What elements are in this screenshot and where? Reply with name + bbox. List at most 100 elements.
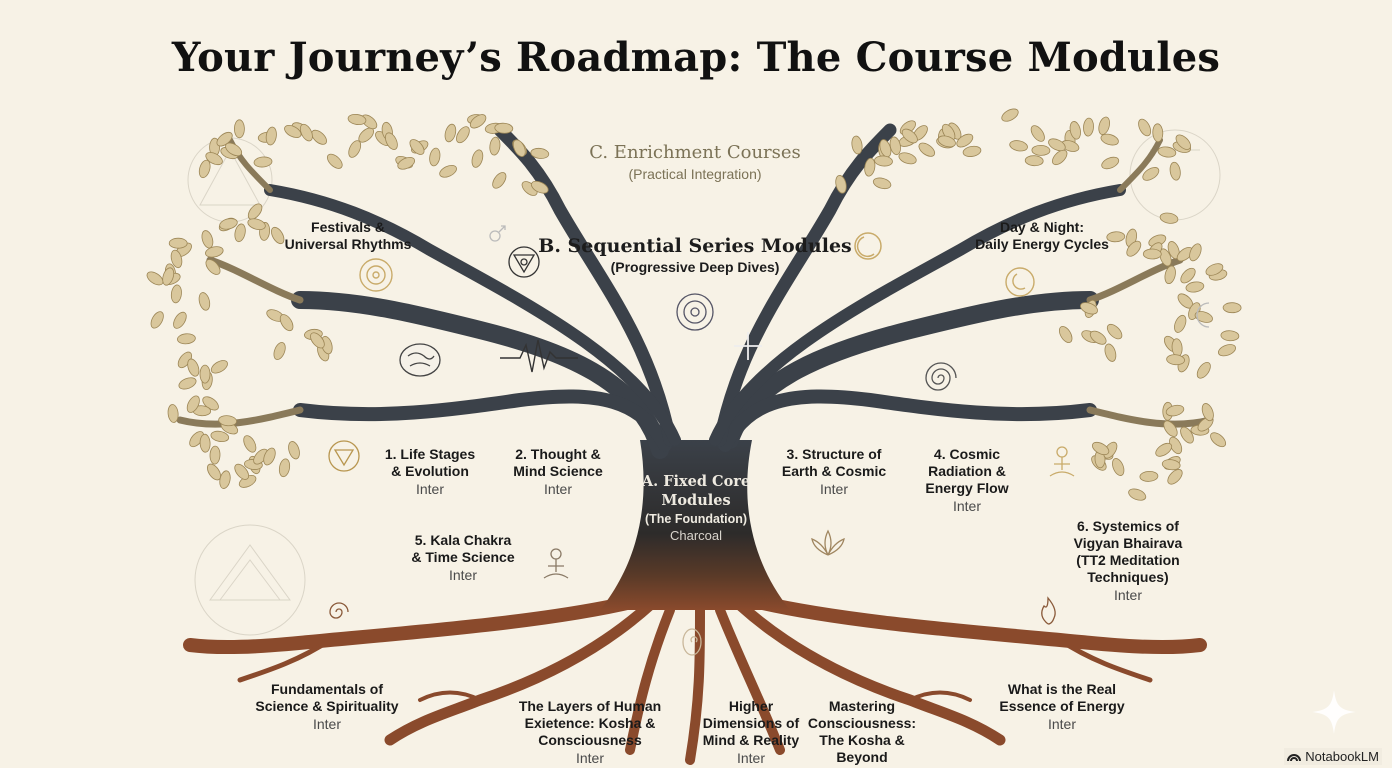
leaf xyxy=(162,267,175,286)
leaf xyxy=(177,333,196,345)
leaf xyxy=(284,124,302,139)
label-line: The Kosha & xyxy=(819,732,905,748)
label-line: Higher xyxy=(728,698,774,714)
tree-leaves xyxy=(146,108,1242,501)
leaf xyxy=(1089,330,1107,345)
leaf xyxy=(1031,144,1051,156)
leaf xyxy=(1171,338,1183,358)
leaf xyxy=(1196,361,1211,379)
leaf xyxy=(1024,155,1044,167)
label-line: Vigyan Bhairava xyxy=(1073,535,1183,551)
spiral-galaxy-icon xyxy=(925,362,957,391)
module-tag: Inter xyxy=(1113,587,1142,603)
label-line: Fundamentals of xyxy=(270,681,384,697)
leaf xyxy=(173,311,187,329)
leaf xyxy=(492,172,507,189)
leaf xyxy=(1080,302,1098,315)
spiral-icon xyxy=(329,602,349,619)
leaf xyxy=(263,447,276,466)
module-tag: Inter xyxy=(543,481,572,497)
leaf xyxy=(219,218,238,230)
leaf xyxy=(471,149,484,168)
root xyxy=(734,599,1006,746)
mars-symbol-icon xyxy=(489,225,506,242)
leaf xyxy=(872,177,892,190)
leaf xyxy=(233,119,245,139)
leaf xyxy=(326,153,343,169)
leaf xyxy=(531,180,549,194)
leaf xyxy=(199,364,211,384)
label-line: Daily Energy Cycles xyxy=(975,236,1109,252)
leaf xyxy=(1001,108,1019,122)
root xyxy=(1057,637,1153,683)
leaf xyxy=(439,164,457,178)
root xyxy=(743,593,1207,655)
lotus-flower-icon xyxy=(359,258,393,292)
leaf xyxy=(851,135,863,155)
leaf xyxy=(1201,403,1214,422)
root xyxy=(418,690,482,702)
leaf xyxy=(209,445,221,465)
branch xyxy=(293,389,672,452)
leaf xyxy=(199,433,211,453)
label-line: 2. Thought & xyxy=(515,446,601,462)
meditating-person-icon xyxy=(543,548,569,579)
leaf xyxy=(1142,167,1160,181)
label-line: Mastering xyxy=(828,698,896,714)
leaf xyxy=(1155,442,1173,457)
branch xyxy=(264,184,681,446)
leaf xyxy=(201,230,214,249)
meditating-person-icon xyxy=(1049,446,1075,477)
label-line: Mind Science xyxy=(513,463,603,479)
leaf xyxy=(1048,138,1066,152)
leaf xyxy=(1159,248,1172,267)
leaf xyxy=(299,123,313,142)
tier-heading-line2: Modules xyxy=(661,492,731,509)
leaf xyxy=(1165,404,1185,417)
leaf xyxy=(901,128,918,144)
leaf xyxy=(937,135,956,148)
leaf xyxy=(265,126,277,146)
label-line: Festivals & xyxy=(311,219,385,235)
leaf xyxy=(1189,243,1202,262)
leaf xyxy=(397,156,416,170)
leaf xyxy=(210,360,228,374)
leaf xyxy=(288,441,300,460)
leaf xyxy=(1222,302,1242,314)
leaf xyxy=(218,415,237,427)
module-tag: Inter xyxy=(952,498,982,514)
root xyxy=(625,605,675,755)
label-line: Dimensions of xyxy=(702,715,800,731)
label-line: Radiation & xyxy=(928,463,1006,479)
label-line: Beyond xyxy=(836,749,888,765)
sparkle-star-icon xyxy=(734,332,762,360)
leaf xyxy=(1009,140,1028,152)
leaf xyxy=(429,147,441,167)
module-tag: Inter xyxy=(312,716,342,732)
root xyxy=(237,637,333,683)
leaf xyxy=(385,132,398,150)
branch xyxy=(713,123,897,447)
label-line: 6. Systemics of xyxy=(1077,518,1179,534)
notebooklm-logo-icon xyxy=(1287,754,1302,762)
leaf xyxy=(347,113,367,126)
tier-subtitle: (Practical Integration) xyxy=(628,166,762,182)
leaf xyxy=(444,123,457,143)
tier-tag: Charcoal xyxy=(669,528,723,543)
leaf xyxy=(1083,117,1094,137)
label-line: The Layers of Human xyxy=(518,698,662,714)
leaf xyxy=(348,140,362,158)
leaf xyxy=(234,463,250,480)
leaf xyxy=(1030,125,1045,142)
leaf xyxy=(167,404,179,423)
leaf xyxy=(253,156,273,168)
sparkle-icon xyxy=(1312,690,1356,734)
label-line: Energy Flow xyxy=(925,480,1009,496)
leaf xyxy=(1100,133,1119,146)
tree-branches xyxy=(176,123,1214,459)
leaf xyxy=(1138,118,1152,137)
chakra-icon xyxy=(508,246,540,278)
